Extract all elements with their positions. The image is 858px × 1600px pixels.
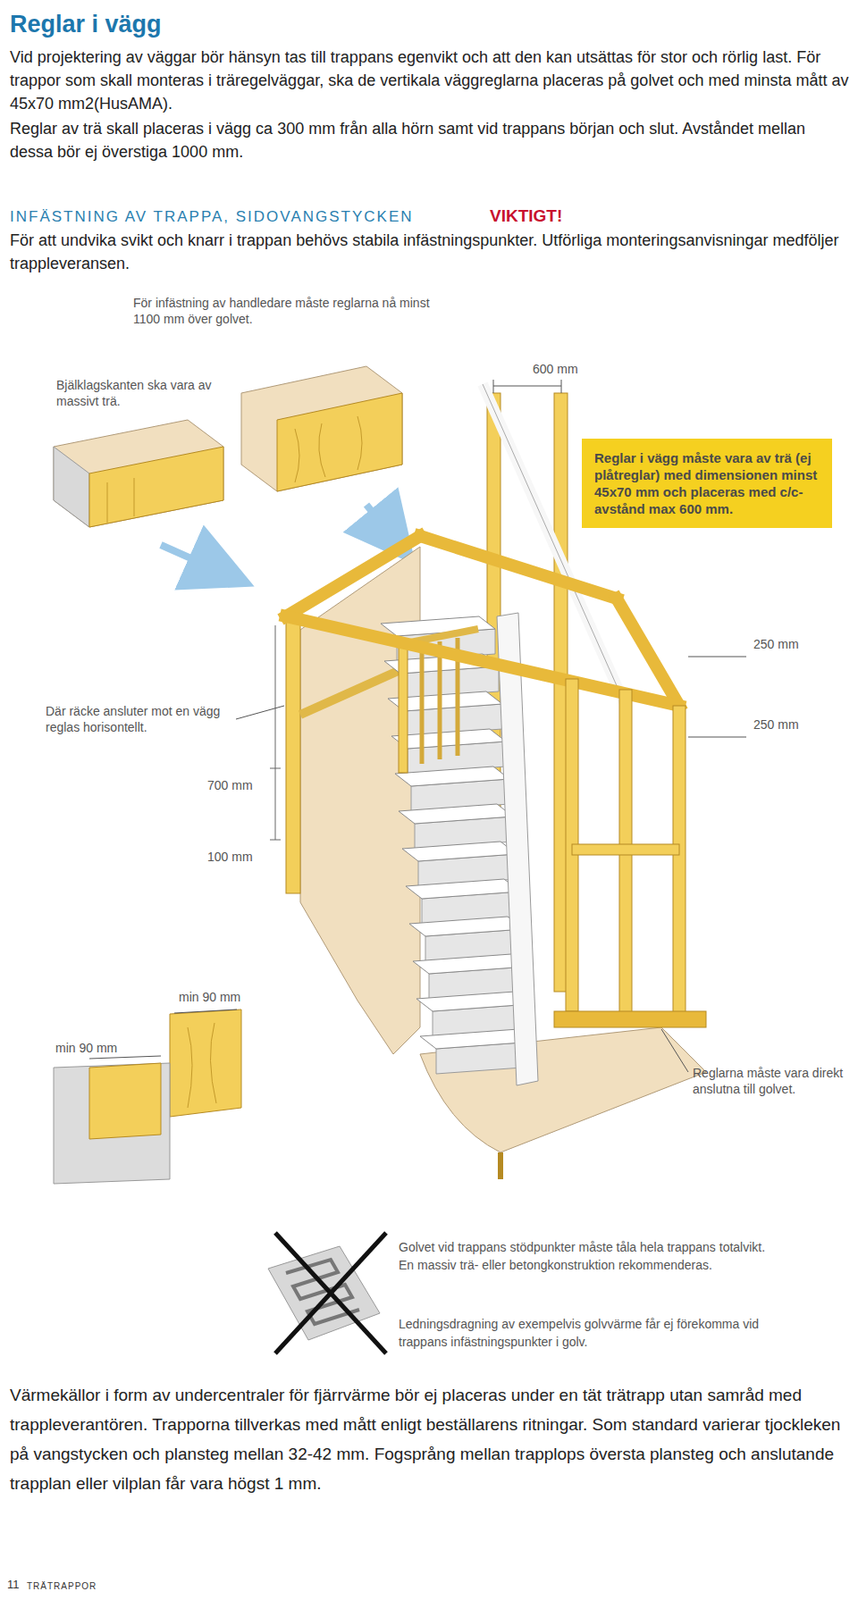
page-title: Reglar i vägg <box>9 8 162 40</box>
dimension: 600 mm <box>532 361 579 378</box>
callout-note: Där räcke ansluter mot en vägg reglas ho… <box>45 703 234 736</box>
dimension: 250 mm <box>753 716 800 733</box>
joist-detail <box>241 366 403 492</box>
joist-detail <box>53 1009 242 1185</box>
page-number: 11 <box>7 1578 20 1593</box>
footer-text: TRÄTRAPPOR <box>26 1581 97 1593</box>
callout-note: Ledningsdragning av exempelvis golvvärme… <box>398 1315 774 1352</box>
joist-detail <box>53 420 224 528</box>
section-heading: INFÄSTNING AV TRAPPA, SIDOVANGSTYCKEN <box>9 207 414 228</box>
dimension: min 90 mm <box>178 989 241 1006</box>
floor-heating-symbol <box>268 1233 387 1355</box>
body-text: Värmekällor i form av undercentraler för… <box>9 1380 850 1499</box>
body-text: För att undvika svikt och knarr i trappa… <box>9 228 850 276</box>
dimension: 700 mm <box>207 777 253 794</box>
note-box: Reglar i vägg måste vara av trä (ej plåt… <box>581 438 833 529</box>
callout-note: Bjälklagskanten ska vara av massivt trä. <box>56 377 218 410</box>
callout-note: För infästning av handledare måste regla… <box>133 294 438 328</box>
callout-note: Reglarna måste vara direkt anslutna till… <box>692 1065 854 1098</box>
dimension: min 90 mm <box>55 1040 118 1057</box>
callout-note: Golvet vid trappans stödpunkter måste tå… <box>398 1238 774 1275</box>
warning-label: VIKTIGT! <box>489 205 563 228</box>
dimension: 100 mm <box>207 849 253 866</box>
dimension: 250 mm <box>753 636 800 653</box>
body-text: Reglar av trä skall placeras i vägg ca 3… <box>9 117 850 164</box>
note-text: Reglar i vägg måste vara av trä (ej plåt… <box>594 449 820 518</box>
body-text: Vid projektering av väggar bör hänsyn ta… <box>9 45 850 116</box>
